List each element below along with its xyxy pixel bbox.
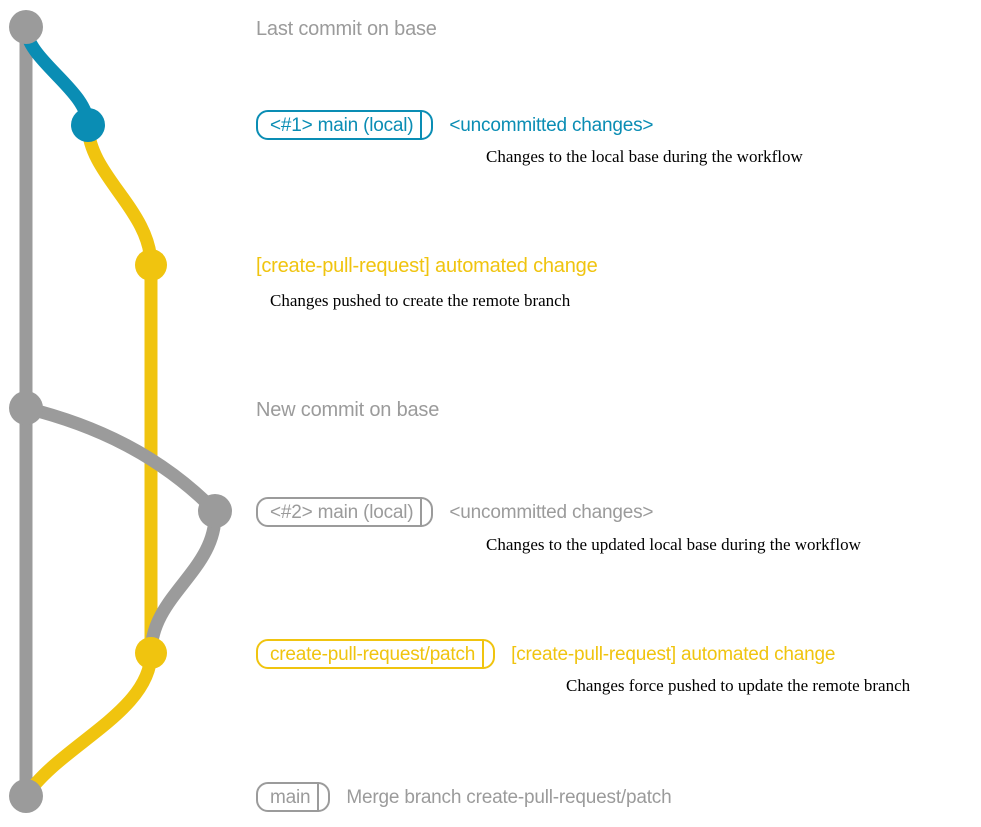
node-merge [9, 779, 43, 813]
ref-badge-notch [420, 497, 423, 527]
commit-subject-last-commit-on-base: Last commit on base [256, 18, 437, 40]
ref-badge-main[interactable]: main [256, 782, 331, 812]
node-base-head [9, 10, 43, 44]
commit-subject-merge: Merge branch create-pull-request/patch [346, 786, 672, 808]
commit-description-remote-create: Changes pushed to create the remote bran… [270, 291, 571, 310]
ref-badge-notch [482, 639, 485, 669]
commit-description-local-uncommitted-2: Changes to the updated local base during… [486, 535, 861, 554]
ref-badge-create-pull-request-patch[interactable]: create-pull-request/patch [256, 639, 496, 669]
commit-row-local-uncommitted-2: <#2> main (local) <uncommitted changes> [256, 497, 653, 527]
ref-badge-label: <#2> main (local) [270, 501, 414, 523]
edge-local1-to-remote1 [81, 118, 158, 272]
commit-subject-new-commit-on-base: New commit on base [256, 399, 440, 421]
node-remote-2 [135, 637, 167, 669]
ref-badge-main-local-2[interactable]: <#2> main (local) [256, 497, 434, 527]
commit-subject-local-uncommitted-1: <uncommitted changes> [449, 114, 654, 136]
node-local-2 [198, 494, 232, 528]
commit-subject-remote-create: [create-pull-request] automated change [256, 255, 598, 277]
ref-badge-label: create-pull-request/patch [270, 643, 476, 665]
edge-remote2-to-merge [19, 646, 158, 803]
commit-subject-remote-update: [create-pull-request] automated change [511, 643, 836, 665]
ref-badge-notch [420, 110, 423, 140]
node-local-1 [71, 108, 105, 142]
commit-row-merge: main Merge branch create-pull-request/pa… [256, 782, 672, 812]
commit-description-local-uncommitted-1: Changes to the local base during the wor… [486, 147, 803, 166]
ref-badge-label: <#1> main (local) [270, 114, 414, 136]
commit-row-remote-update: create-pull-request/patch [create-pull-r… [256, 639, 835, 669]
edge-local2-to-remote2 [144, 504, 222, 660]
node-base-new [9, 391, 43, 425]
edge-basenew-to-local2 [19, 401, 222, 518]
ref-badge-notch [317, 782, 320, 812]
graph-nodes [9, 10, 232, 813]
ref-badge-main-local-1[interactable]: <#1> main (local) [256, 110, 434, 140]
ref-badge-label: main [270, 786, 311, 808]
commit-description-remote-update: Changes force pushed to update the remot… [566, 676, 911, 695]
commit-subject-local-uncommitted-2: <uncommitted changes> [449, 501, 654, 523]
node-remote-1 [135, 249, 167, 281]
commit-row-local-uncommitted-1: <#1> main (local) <uncommitted changes> [256, 110, 653, 140]
